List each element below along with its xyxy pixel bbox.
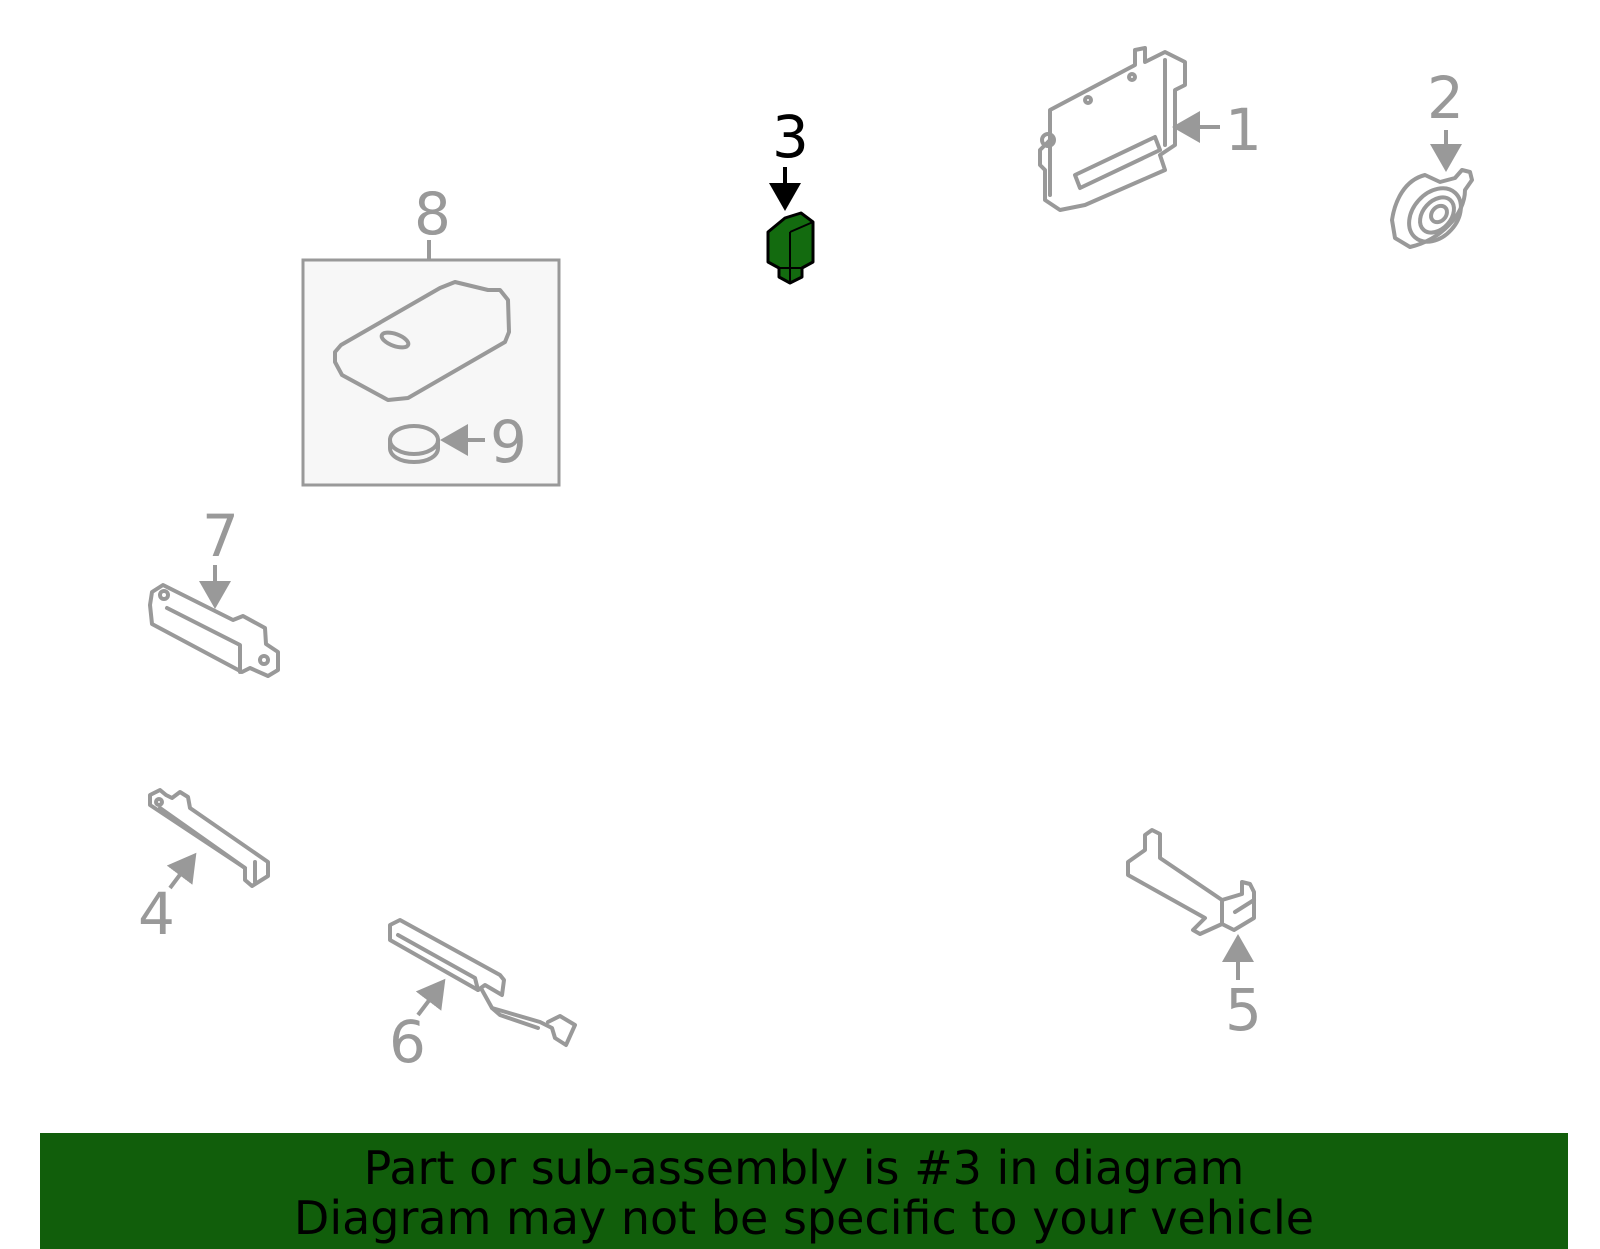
part-1-control-module[interactable]	[1038, 46, 1187, 212]
part-8-key-fob[interactable]	[333, 280, 511, 402]
part-8-box	[301, 258, 561, 487]
callout-4[interactable]: 4	[138, 880, 175, 948]
part-6-antenna-harness[interactable]	[388, 918, 577, 1047]
callout-2[interactable]: 2	[1427, 64, 1464, 132]
callout-1[interactable]: 1	[1225, 96, 1262, 164]
part-5-bracket[interactable]	[1126, 828, 1256, 936]
leader-4	[166, 852, 197, 890]
part-3-highlighted[interactable]	[766, 211, 815, 285]
callout-5[interactable]: 5	[1225, 976, 1262, 1044]
info-banner: Part or sub-assembly is #3 in diagram Di…	[40, 1133, 1568, 1249]
callout-7[interactable]: 7	[202, 502, 239, 570]
leader-6	[415, 978, 446, 1017]
callout-9[interactable]: 9	[490, 408, 527, 476]
part-4-antenna[interactable]	[148, 788, 270, 888]
callout-8[interactable]: 8	[414, 180, 451, 248]
banner-line-2: Diagram may not be specific to your vehi…	[293, 1191, 1315, 1245]
banner-line-1: Part or sub-assembly is #3 in diagram	[363, 1141, 1245, 1195]
callout-6[interactable]: 6	[389, 1008, 426, 1076]
part-7-antenna[interactable]	[148, 583, 280, 678]
part-2-buzzer[interactable]	[1390, 168, 1474, 252]
callout-3[interactable]: 3	[772, 103, 809, 171]
part-9-battery[interactable]	[388, 424, 440, 464]
